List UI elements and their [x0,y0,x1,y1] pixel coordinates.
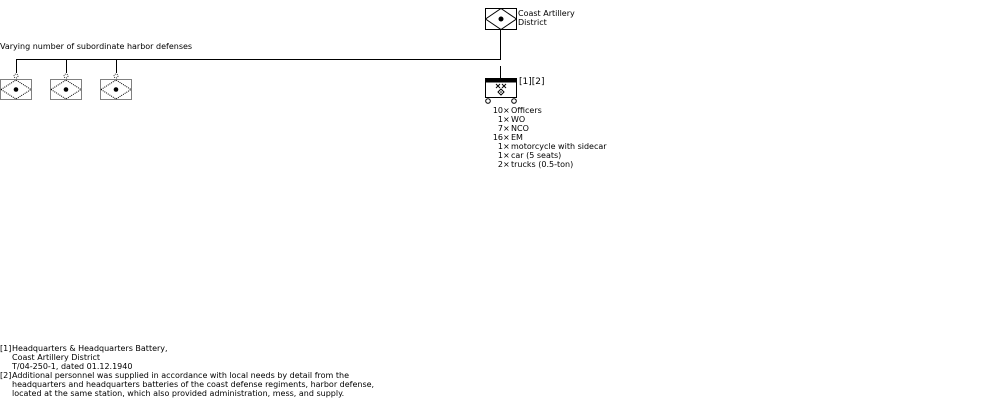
personnel-row: 16×EM [478,133,523,142]
harbor-defense-symbol [50,73,82,101]
footnote-text: Coast Artillery District [12,353,101,362]
personnel-label: car (5 seats) [511,151,562,160]
personnel-qty: 1 [497,142,503,151]
hq-battery-symbol [484,77,518,105]
hq-stem-line [500,66,501,78]
subordinate-drop-line [16,59,17,73]
footnote-line: headquarters and headquarters batteries … [0,380,374,389]
district-name-line1: Coast Artillery [518,9,575,18]
times-icon: × [503,142,510,151]
footnote-text: headquarters and headquarters batteries … [12,380,375,389]
subordinate-drop-line [66,59,67,73]
subordinate-caption: Varying number of subordinate harbor def… [0,42,193,51]
district-unit-symbol [484,7,518,31]
district-name-line2: District [518,18,547,27]
personnel-row: 1×car (5 seats) [478,151,561,160]
times-icon: × [503,115,510,124]
personnel-row: 2×trucks (0.5-ton) [478,160,573,169]
footnote-number: [1] [0,344,12,353]
harbor-defense-bus-line [16,59,501,60]
personnel-label: Officers [511,106,542,115]
times-icon: × [503,124,510,133]
personnel-label: WO [511,115,526,124]
footnote-number: [2] [0,371,12,380]
personnel-qty: 2 [497,160,503,169]
harbor-defense-symbol [0,73,32,101]
personnel-qty: 7 [497,124,503,133]
personnel-qty: 16 [492,133,503,142]
times-icon: × [503,160,510,169]
personnel-label: trucks (0.5-ton) [511,160,574,169]
footnote-text: T/04-250-1, dated 01.12.1940 [12,362,133,371]
footnote-line: Coast Artillery District [0,353,100,362]
personnel-row: 7×NCO [478,124,529,133]
times-icon: × [503,133,510,142]
personnel-qty: 1 [497,115,503,124]
footnote-text: Additional personnel was supplied in acc… [12,371,349,380]
personnel-qty: 10 [492,106,503,115]
footnote-text: located at the same station, which also … [12,389,345,398]
footnote-line: T/04-250-1, dated 01.12.1940 [0,362,132,371]
personnel-row: 10×Officers [478,106,542,115]
harbor-defense-symbol [100,73,132,101]
personnel-label: NCO [511,124,529,133]
personnel-label: motorcycle with sidecar [511,142,607,151]
district-stem-line [500,30,501,60]
personnel-row: 1×motorcycle with sidecar [478,142,607,151]
subordinate-drop-line [116,59,117,73]
personnel-label: EM [511,133,523,142]
personnel-row: 1×WO [478,115,525,124]
footnote-text: Headquarters & Headquarters Battery, [12,344,168,353]
personnel-qty: 1 [497,151,503,160]
footnote-line: located at the same station, which also … [0,389,344,398]
times-icon: × [503,151,510,160]
footnote-line: [2]Additional personnel was supplied in … [0,371,349,380]
hq-notes-ref[interactable]: [1][2] [519,77,545,87]
footnote-line: [1]Headquarters & Headquarters Battery, [0,344,168,353]
times-icon: × [503,106,510,115]
